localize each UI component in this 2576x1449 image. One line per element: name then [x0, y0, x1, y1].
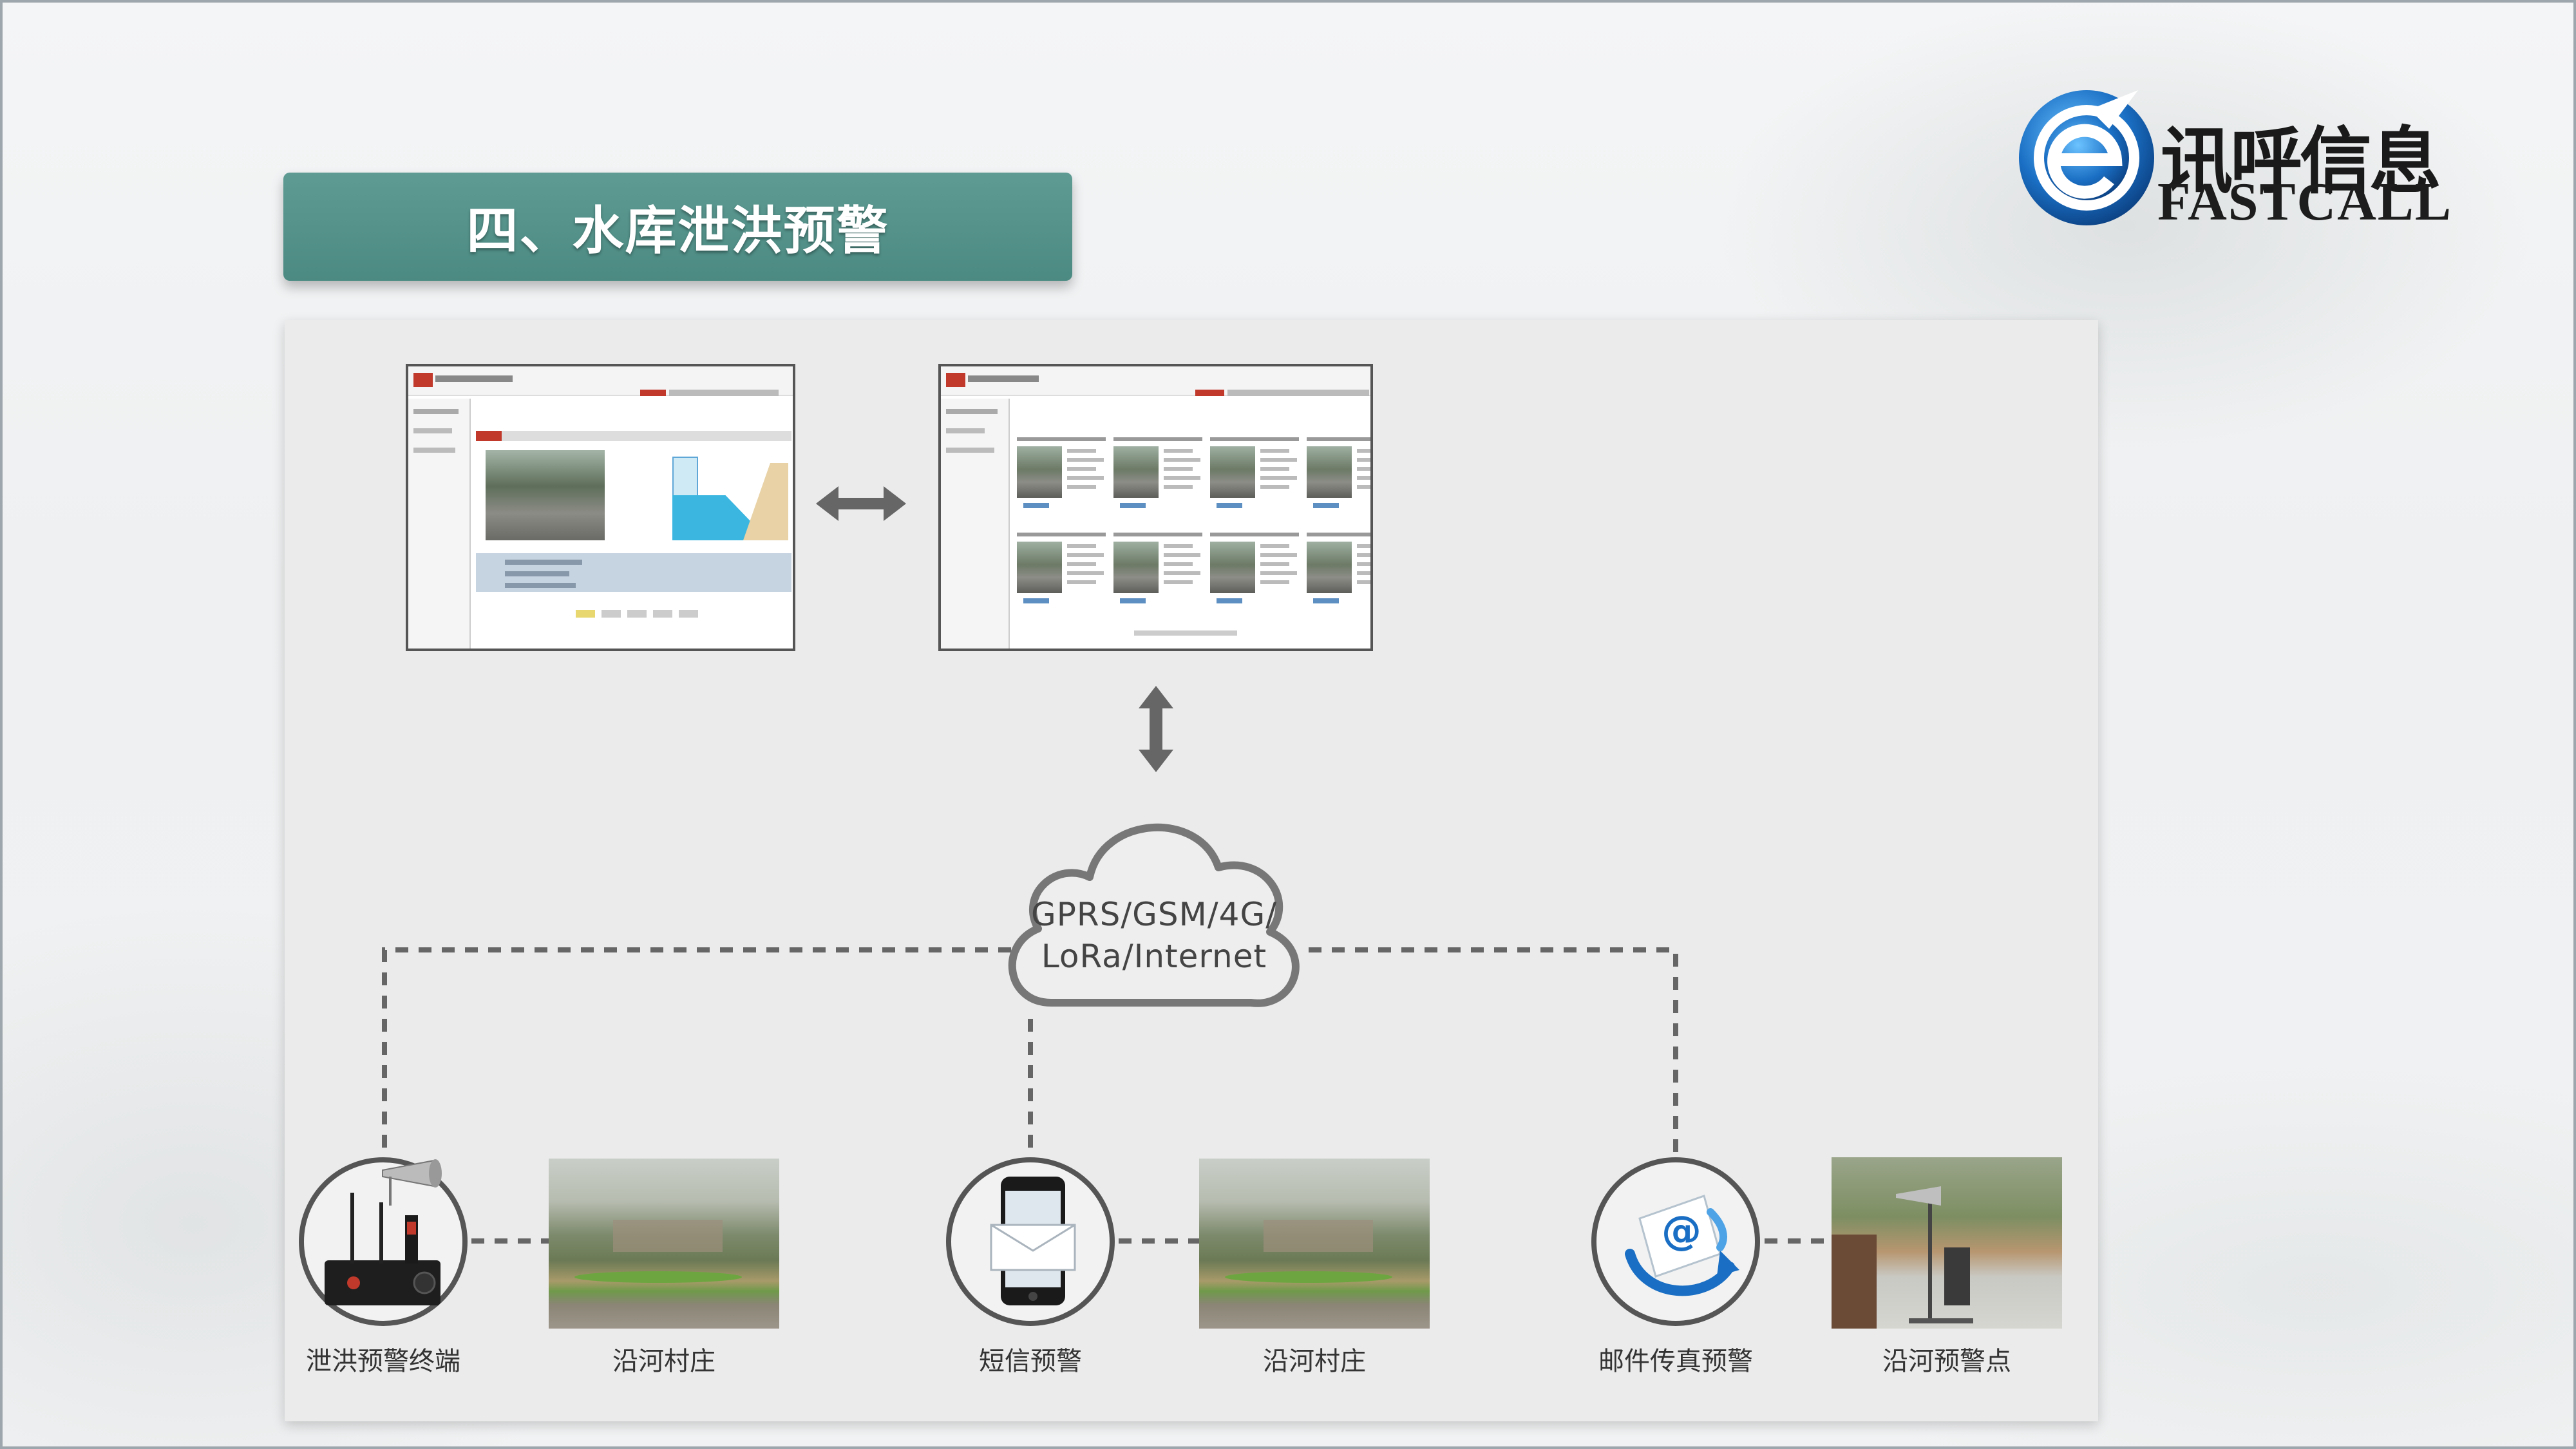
node-label-village-2: 沿河村庄: [1263, 1347, 1366, 1376]
diagram-panel: GPRS/GSM/4G/ LoRa/Internet 泄洪预警终端 沿河村庄: [285, 320, 2098, 1421]
camera-info-line: [1067, 467, 1096, 471]
camera-info-line: [1164, 553, 1200, 557]
camera-action-button: [1217, 598, 1242, 603]
camera-header-line: [1307, 437, 1370, 441]
camera-info-line: [1164, 458, 1200, 462]
camera-header-line: [1017, 437, 1106, 441]
camera-thumbnail: [1113, 446, 1159, 498]
camera-info-line: [1067, 449, 1096, 453]
logo-english-text: FASTCALL: [2157, 172, 2452, 232]
camera-header-line: [1113, 533, 1202, 536]
camera-action-button: [1120, 503, 1146, 508]
network-connection-lines: [382, 947, 1837, 1244]
camera-info-line: [1357, 580, 1370, 584]
camera-info-line: [1260, 580, 1289, 584]
camera-info-line: [1164, 485, 1193, 489]
camera-info-line: [1067, 580, 1096, 584]
node-label-sms-alert: 短信预警: [979, 1347, 1082, 1376]
camera-action-button: [1023, 598, 1049, 603]
camera-info-line: [1357, 544, 1370, 548]
logo-chinese-text: 讯呼信息: [2161, 120, 2441, 204]
alarm-terminal-icon: [299, 1157, 468, 1326]
camera-info-line: [1260, 553, 1297, 557]
warning-point-photo: [1832, 1157, 2062, 1329]
camera-info-line: [1067, 458, 1104, 462]
camera-info-line: [1164, 580, 1193, 584]
camera-info-line: [1164, 476, 1200, 480]
page-title: 四、水库泄洪预警: [466, 201, 889, 261]
camera-info-line: [1164, 544, 1193, 548]
camera-thumbnail: [1307, 542, 1352, 593]
camera-info-line: [1067, 571, 1104, 575]
network-cloud: GPRS/GSM/4G/ LoRa/Internet: [1008, 823, 1300, 1007]
monitor-screenshot-water-level: [406, 364, 795, 651]
camera-header-line: [1210, 533, 1299, 536]
camera-header-line: [1307, 533, 1370, 536]
camera-action-button: [1120, 598, 1146, 603]
logo-e-icon: [2019, 90, 2154, 225]
camera-info-line: [1357, 485, 1370, 489]
node-label-village-1: 沿河村庄: [612, 1347, 715, 1376]
camera-info-line: [1357, 562, 1370, 566]
camera-info-line: [1067, 476, 1104, 480]
svg-text:@: @: [1662, 1207, 1701, 1254]
camera-info-line: [1067, 485, 1096, 489]
camera-info-line: [1164, 467, 1193, 471]
camera-info-line: [1260, 544, 1289, 548]
camera-info-line: [1067, 562, 1096, 566]
camera-thumbnail: [1210, 446, 1255, 498]
village-photo-1: [549, 1159, 779, 1329]
camera-info-line: [1164, 562, 1193, 566]
camera-info-line: [1357, 476, 1370, 480]
sms-phone-icon: [946, 1157, 1115, 1326]
camera-action-button: [1023, 503, 1049, 508]
camera-header-line: [1210, 437, 1299, 441]
camera-thumbnail: [1017, 542, 1062, 593]
camera-action-button: [1313, 598, 1339, 603]
bidirectional-arrow-horizontal-icon: [816, 486, 906, 521]
camera-info-line: [1260, 562, 1289, 566]
camera-thumbnail: [1307, 446, 1352, 498]
camera-info-line: [1067, 553, 1104, 557]
camera-info-line: [1164, 571, 1200, 575]
email-fax-icon: @: [1591, 1157, 1760, 1326]
node-label-alarm-terminal: 泄洪预警终端: [306, 1347, 460, 1376]
camera-info-line: [1067, 544, 1096, 548]
camera-action-button: [1313, 503, 1339, 508]
camera-info-line: [1164, 449, 1193, 453]
camera-info-line: [1357, 458, 1370, 462]
camera-info-line: [1260, 571, 1297, 575]
camera-info-line: [1357, 449, 1370, 453]
camera-info-line: [1260, 449, 1289, 453]
monitor-screenshot-camera-grid: [938, 364, 1373, 651]
network-label-line2: LoRa/Internet: [1041, 938, 1267, 975]
camera-header-line: [1017, 533, 1106, 536]
camera-info-line: [1260, 467, 1289, 471]
bidirectional-arrow-vertical-icon: [1139, 686, 1173, 772]
node-label-warning-point: 沿河预警点: [1882, 1347, 2011, 1376]
title-banner: 四、水库泄洪预警: [283, 173, 1072, 281]
camera-info-line: [1357, 467, 1370, 471]
camera-info-line: [1357, 571, 1370, 575]
camera-action-button: [1217, 503, 1242, 508]
camera-info-line: [1357, 553, 1370, 557]
network-label-line1: GPRS/GSM/4G/: [1031, 896, 1277, 933]
camera-info-line: [1260, 485, 1289, 489]
camera-info-line: [1260, 458, 1297, 462]
node-label-email-fax: 邮件传真预警: [1598, 1347, 1753, 1376]
camera-thumbnail: [1113, 542, 1159, 593]
camera-thumbnail: [1017, 446, 1062, 498]
company-logo: 讯呼信息 FASTCALL: [2012, 84, 2452, 232]
camera-thumbnail: [1210, 542, 1255, 593]
camera-header-line: [1113, 437, 1202, 441]
camera-info-line: [1260, 476, 1297, 480]
village-photo-2: [1199, 1159, 1430, 1329]
